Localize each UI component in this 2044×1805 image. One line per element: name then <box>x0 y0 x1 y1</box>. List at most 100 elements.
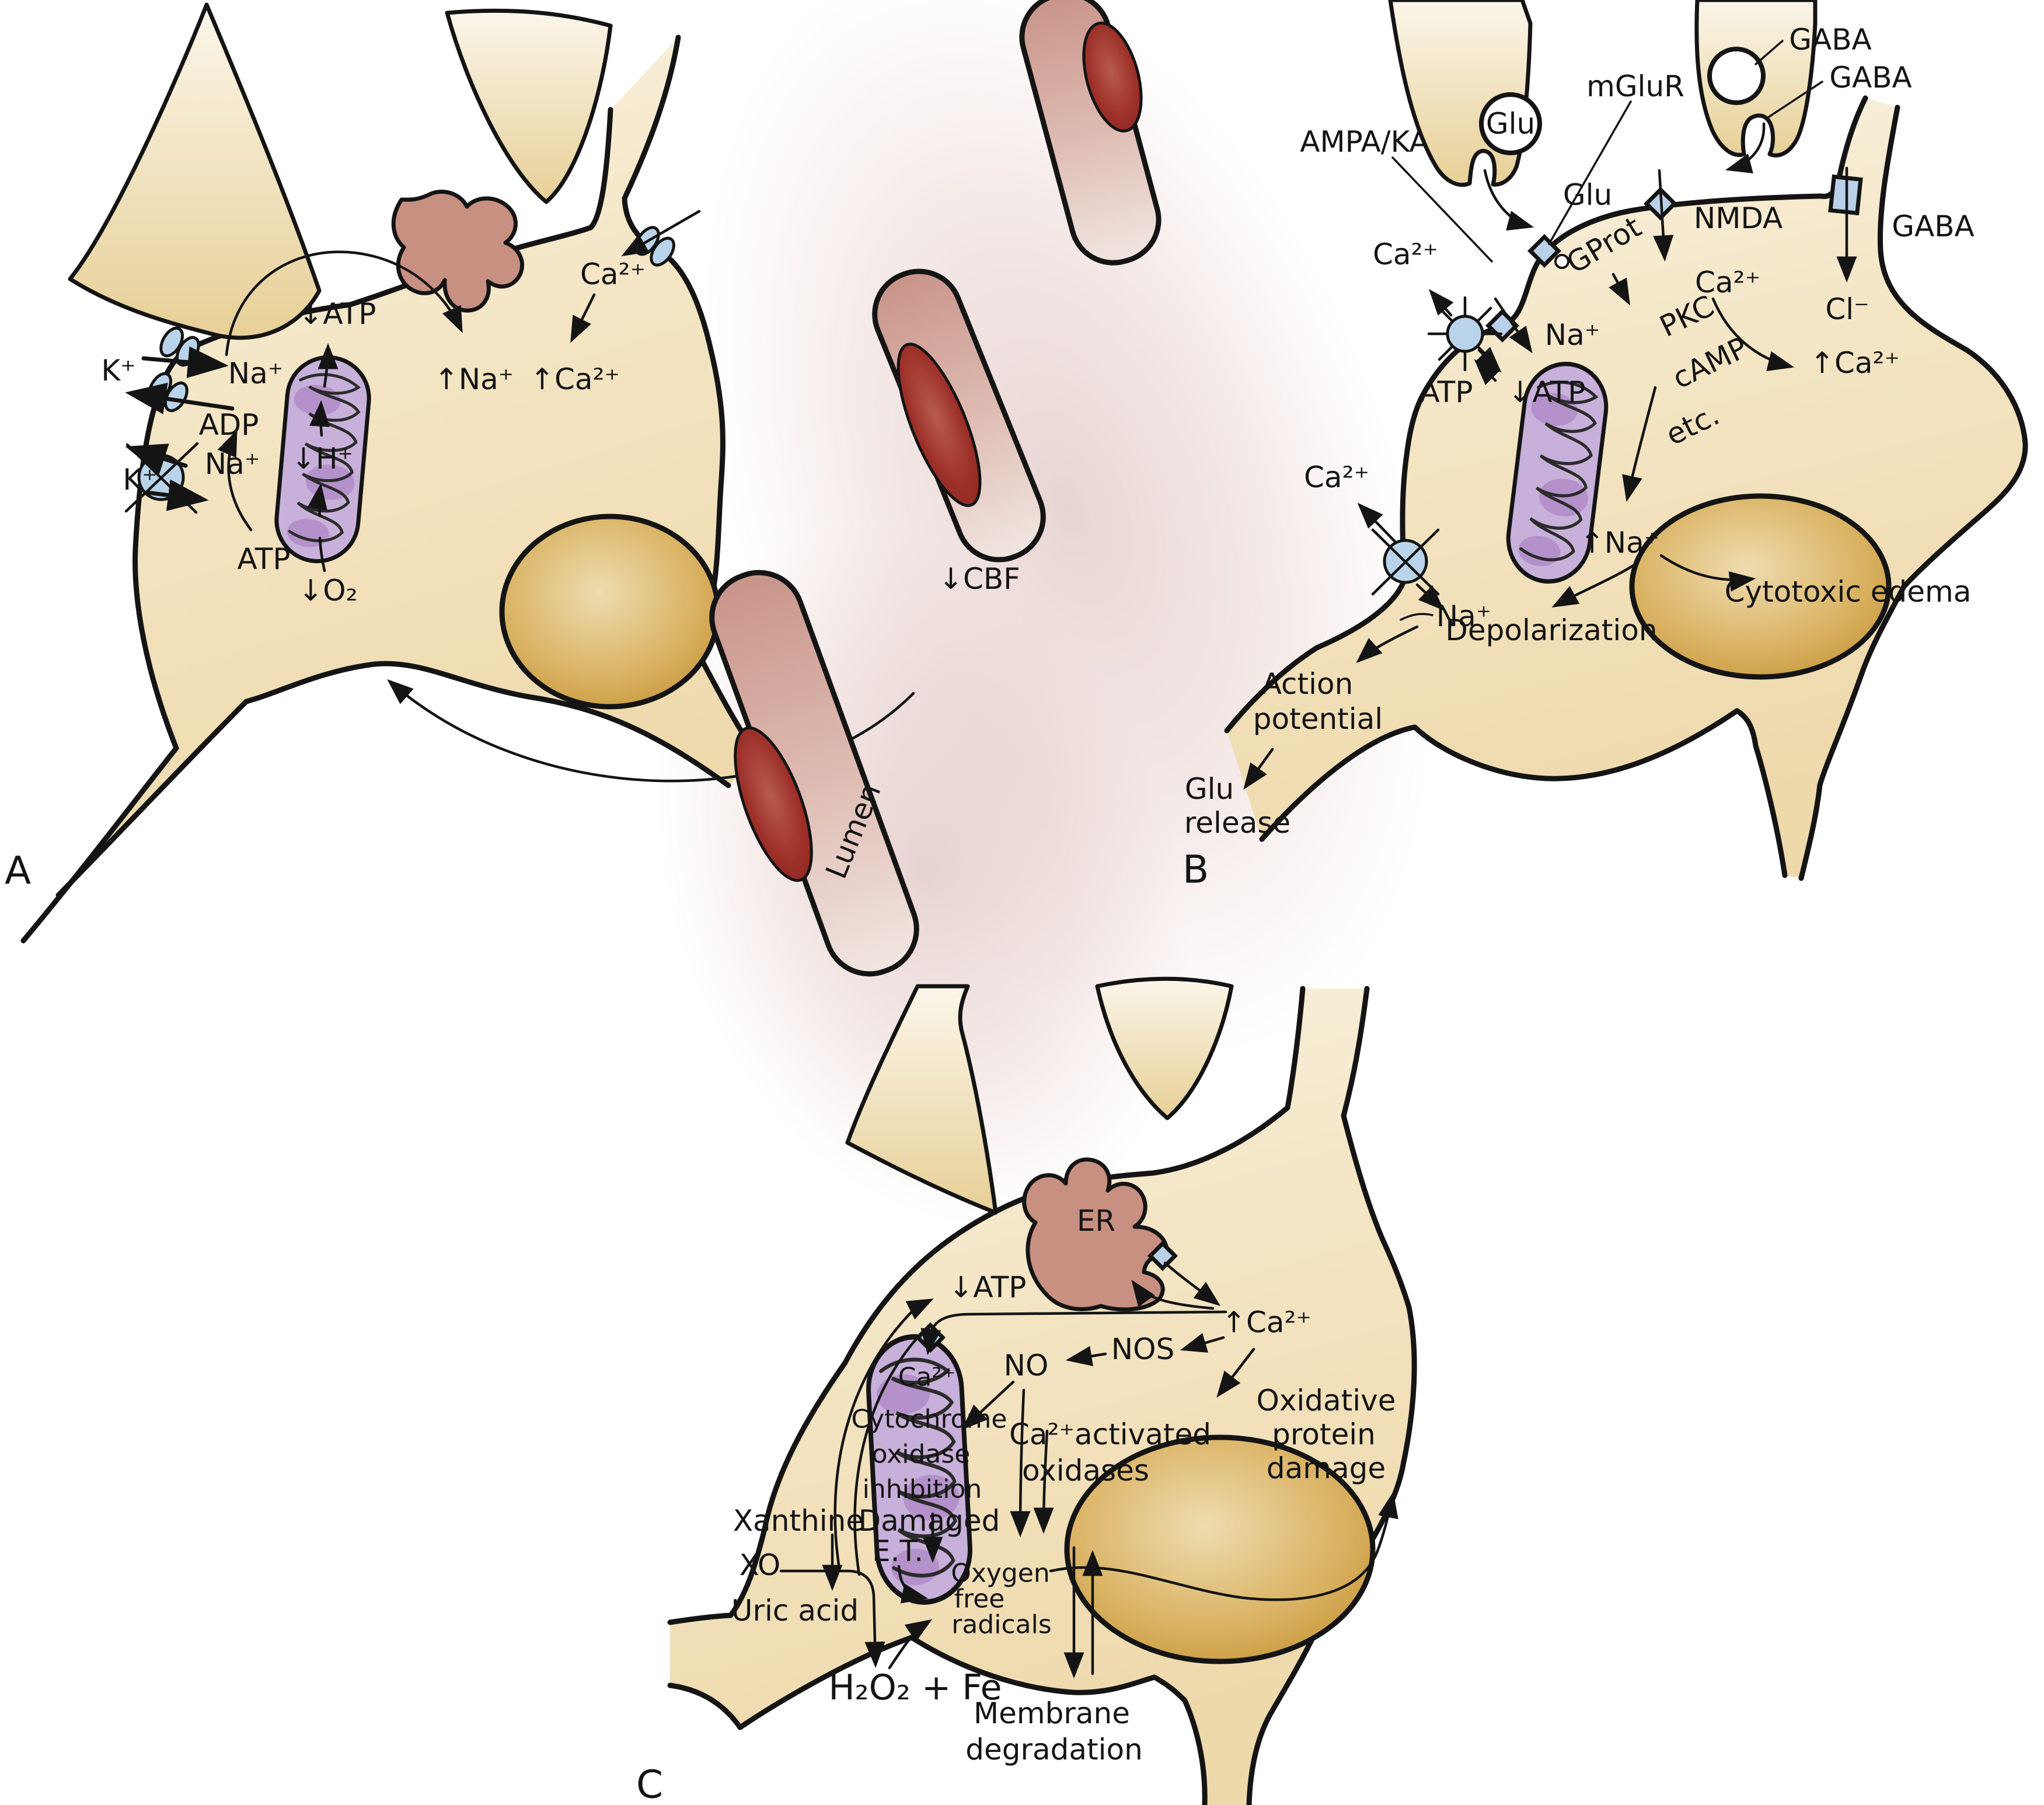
arrow <box>1216 1347 1255 1398</box>
arrow <box>318 343 339 388</box>
label-membrane-2: degradation <box>965 1733 1143 1766</box>
label-glu-vesicle: Glu <box>1486 107 1535 141</box>
arrow <box>307 483 327 518</box>
arrow <box>1483 169 1534 231</box>
label-depolarization: Depolarization <box>1445 613 1657 647</box>
g-protein-icon <box>1554 254 1569 269</box>
arrow <box>570 293 596 343</box>
dendrite <box>1095 976 1234 1120</box>
label-cytotoxic-edema: Cytotoxic edema <box>1725 575 1972 609</box>
arrow <box>1474 359 1500 385</box>
arrow <box>920 1310 1227 1356</box>
dendrite <box>68 2 322 340</box>
leader-line <box>1755 40 1784 65</box>
arrow <box>125 382 235 414</box>
arrow <box>1428 289 1454 317</box>
red-blood-cell <box>897 343 982 507</box>
arrow <box>1551 563 1636 608</box>
arrow <box>1415 583 1445 611</box>
reversed-exchanger-icon <box>1427 296 1503 372</box>
label-ca-mito: Ca²⁺ <box>898 1363 956 1392</box>
arrow <box>1356 625 1419 664</box>
label-ca-nmda: Ca²⁺ <box>1695 266 1760 299</box>
label-gaba-1: GABA <box>1789 23 1871 57</box>
label-na-ampa: Na⁺ <box>1545 318 1600 352</box>
panel-letter-b: B <box>1183 847 1209 892</box>
label-ca-up: ↑Ca²⁺ <box>530 362 620 396</box>
label-no: NO <box>1004 1349 1049 1382</box>
arrow <box>833 1298 934 1570</box>
arrow <box>853 1336 919 1576</box>
arrow <box>1357 502 1397 543</box>
nucleus <box>499 514 721 710</box>
label-ca: Ca²⁺ <box>580 257 646 291</box>
label-h-down: ↓H⁺ <box>291 442 353 476</box>
label-atp: ATP <box>1419 375 1473 409</box>
arrow <box>1131 1279 1215 1310</box>
leader-line <box>1766 81 1823 119</box>
glutamate-vesicle <box>1479 92 1542 155</box>
arrow <box>1725 122 1766 174</box>
neuron-b-membrane-bottom <box>1259 708 1788 878</box>
label-er: ER <box>1077 1204 1115 1238</box>
nucleus <box>1064 1434 1376 1664</box>
arrow <box>1659 554 1756 592</box>
label-glu-release-2: release <box>1184 806 1290 840</box>
arrow <box>1609 273 1631 306</box>
label-gaba-channel: GABA <box>1892 210 1974 243</box>
label-cytochrome-2: oxidase <box>872 1440 971 1469</box>
label-damaged-1: Damaged <box>859 1504 1000 1538</box>
label-xo: XO <box>740 1548 780 1582</box>
label-h2o2-fe: H₂O₂ + Fe <box>828 1667 1002 1708</box>
label-cytochrome-1: Cytochrome <box>852 1405 1007 1434</box>
neuron-c-membrane-top <box>842 986 1306 1366</box>
arrow <box>309 400 330 437</box>
label-cytochrome-3: inhibition <box>863 1475 982 1504</box>
arrow <box>1180 1333 1225 1353</box>
arrow <box>225 250 463 357</box>
neuron-c-membrane-right <box>1246 986 1417 1805</box>
label-na-up: ↑Na⁺ <box>434 362 514 396</box>
label-ca-activated-1: Ca²⁺activated <box>1009 1418 1211 1451</box>
panel-letter-c: C <box>636 1762 663 1805</box>
label-cl: Cl⁻ <box>1825 292 1869 326</box>
label-xanthine: Xanthine <box>733 1504 864 1538</box>
label-oxygen-3: radicals <box>951 1610 1052 1640</box>
red-blood-cell <box>1082 22 1143 132</box>
dendrite <box>845 984 998 1215</box>
arrow <box>1494 297 1533 354</box>
label-ca-activated-2: oxidases <box>1022 1454 1149 1488</box>
leader-line <box>1548 100 1632 245</box>
panel-letter-a: A <box>5 849 31 893</box>
label-atp-down: ↓ATP <box>299 297 376 331</box>
label-uric-acid: Uric acid <box>731 1594 859 1628</box>
label-nmda: NMDA <box>1694 201 1783 235</box>
label-k-pump: K⁺ <box>123 463 157 497</box>
label-adp: ADP <box>199 408 259 442</box>
label-ca-up: ↑Ca²⁺ <box>1810 346 1900 380</box>
leader-line <box>1391 156 1493 263</box>
label-gaba-2: GABA <box>1829 61 1912 95</box>
blocked-na-ca-exchanger-icon <box>1371 528 1440 596</box>
arrow <box>1065 1346 1107 1367</box>
arrow <box>145 479 209 511</box>
label-ca-exchanger: Ca²⁺ <box>1304 460 1369 494</box>
arrow <box>1033 1429 1054 1534</box>
label-o2-down: ↓O₂ <box>298 574 357 608</box>
neuron-a-membrane-bottom <box>55 661 731 898</box>
neuron-c-membrane-left <box>667 1360 848 1625</box>
arrow <box>1622 386 1657 502</box>
label-glu-release-1: Glu <box>1185 772 1234 806</box>
label-atp-down: ↓ATP <box>949 1270 1027 1304</box>
label-mglur: mGluR <box>1586 69 1684 103</box>
label-ca-up: ↑Ca²⁺ <box>1222 1305 1311 1339</box>
label-atp: ATP <box>237 542 290 576</box>
label-action-2: potential <box>1253 702 1383 736</box>
blood-vessel: ↓CBF Lumen <box>709 0 1161 977</box>
label-na-up: ↑Na⁺ <box>1580 526 1659 560</box>
neuron-c-membrane-bottom <box>667 1635 1208 1805</box>
gaba-vesicle <box>1707 47 1766 105</box>
neuron-a-body <box>23 37 758 941</box>
arrow <box>961 1380 1015 1430</box>
label-membrane-1: Membrane <box>974 1696 1130 1730</box>
